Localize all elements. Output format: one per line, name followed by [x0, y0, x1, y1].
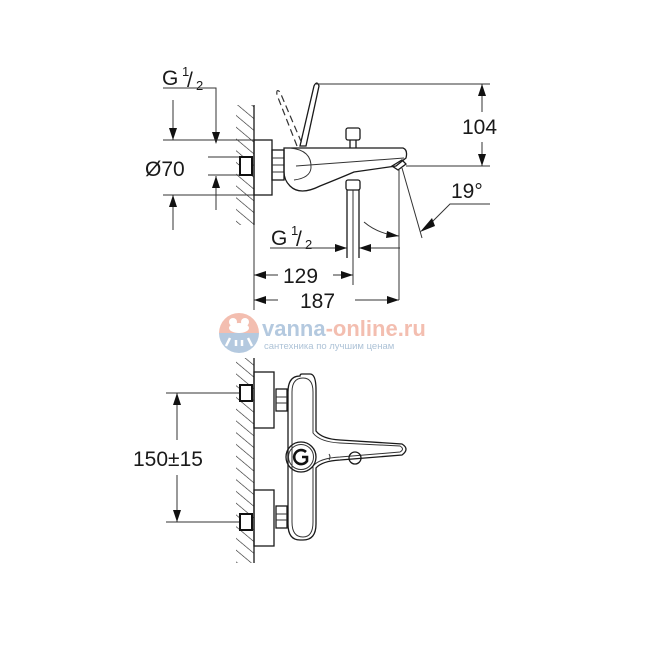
thread-bottom-den: 2 — [305, 237, 312, 252]
lever-handle — [299, 82, 320, 147]
thread-slash: / — [187, 69, 193, 92]
height-label: 104 — [462, 116, 497, 139]
thread-dimension-top: G 1 / 2 — [162, 64, 220, 210]
thread-dimension-bottom: G 1 / 2 — [270, 223, 400, 252]
lever-handle-alt-position — [276, 89, 304, 147]
thread-top-num: 1 — [182, 64, 189, 79]
escutcheon-top — [253, 371, 275, 429]
height-dimension: 104 — [316, 83, 497, 167]
escutcheon — [253, 139, 273, 196]
watermark-tagline: сантехника по лучшим ценам — [264, 341, 394, 352]
watermark: vanna-online.ru сантехника по лучшим цен… — [219, 313, 426, 353]
diverter-knob — [345, 127, 361, 141]
diverter-button — [348, 451, 362, 465]
thread-top-den: 2 — [196, 78, 203, 93]
angle-dimension: 19° — [363, 167, 490, 300]
eccentric-connector-bottom — [239, 513, 253, 531]
side-view: G 1 / 2 Ø70 — [145, 64, 497, 313]
center-distance-label: 150±15 — [133, 448, 203, 471]
escutcheon-bottom — [253, 489, 275, 547]
depth-dimensions: 129 187 — [253, 225, 399, 313]
depth-187-label: 187 — [300, 290, 335, 313]
eccentric-connector-top — [239, 384, 253, 402]
center-distance-dimension: 150±15 — [133, 392, 240, 523]
thread-slash-bottom: / — [296, 228, 302, 251]
eccentric-connector — [239, 156, 253, 176]
depth-129-label: 129 — [283, 265, 318, 288]
watermark-brand-2: -online.ru — [326, 316, 426, 341]
diameter-label: Ø70 — [145, 158, 185, 181]
front-view: 150±15 — [133, 358, 407, 563]
diameter-dimension: Ø70 — [145, 100, 258, 230]
thread-top-letter: G — [162, 67, 178, 90]
thread-bottom-num: 1 — [291, 223, 298, 238]
svg-text:vanna-online.ru: vanna-online.ru — [262, 316, 426, 341]
dial-logo-icon — [292, 448, 309, 466]
watermark-brand-1: vanna — [262, 316, 326, 341]
mixer-body-front — [287, 373, 407, 541]
shower-outlet — [345, 179, 361, 191]
mixer-body — [283, 147, 408, 192]
temperature-dial — [285, 441, 317, 473]
frog-logo-icon — [219, 313, 259, 353]
thread-bottom-letter: G — [271, 227, 287, 250]
angle-label: 19° — [451, 180, 483, 203]
